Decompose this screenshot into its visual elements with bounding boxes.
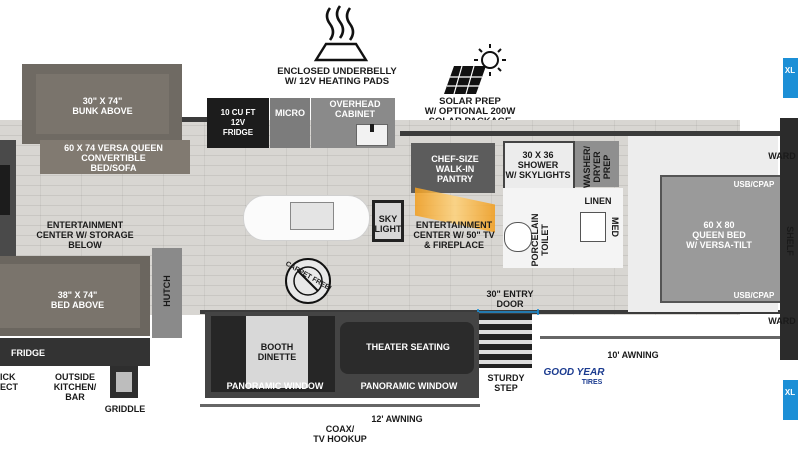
xl-bottom-label: XL	[784, 388, 796, 397]
island-sink	[290, 202, 334, 230]
front-wall-top	[400, 131, 785, 136]
shelf-label: SHELF	[785, 226, 795, 256]
versa-queen-label: 60 X 74 VERSA QUEEN CONVERTIBLE BED/SOFA	[64, 143, 163, 173]
xl-top-label: XL	[784, 66, 796, 75]
entertainment-center-label: ENTERTAINMENT CENTER W/ 50" TV & FIREPLA…	[413, 220, 495, 250]
front-cap	[780, 118, 798, 360]
tv-left	[0, 165, 10, 215]
pantry-label: CHEF-SIZE WALK-IN PANTRY	[431, 154, 479, 184]
usb-cpap-top: USB/CPAP	[733, 180, 775, 189]
awning-10-label: 10' AWNING	[607, 350, 659, 360]
wardrobe-top: WARD	[768, 151, 796, 161]
washer-dryer-label: WASHER/ DRYER PREP	[582, 146, 612, 189]
griddle-label: GRIDDLE	[104, 404, 146, 414]
outdoor-kitchen-base	[0, 338, 150, 366]
overhead-cabinet-label: OVERHEAD CABINET	[329, 99, 381, 119]
wardrobe-bottom: WARD	[768, 316, 796, 326]
skylight-label: SKY LIGHT	[374, 214, 402, 234]
awning-10-line	[540, 336, 780, 339]
pantry	[411, 143, 495, 193]
queen-bed-label: 60 X 80 QUEEN BED W/ VERSA-TILT	[686, 220, 752, 250]
faucet	[370, 124, 374, 132]
fridge-outdoor-label: FRIDGE	[10, 348, 45, 358]
sturdy-step-label: STURDY STEP	[487, 373, 525, 393]
micro-label: MICRO	[275, 108, 305, 118]
carpet-free-stamp	[285, 258, 331, 304]
entry-steps	[478, 314, 532, 368]
bunk-panel	[36, 74, 169, 134]
goodyear-logo: GOOD YEAR	[543, 367, 605, 378]
versa-queen-sofa	[40, 140, 190, 174]
outside-kitchen-label: OUTSIDE KITCHEN/ BAR	[53, 372, 97, 402]
skylight-inner	[375, 203, 401, 239]
bed-above-panel	[0, 264, 140, 328]
panoramic-window-1: PANORAMIC WINDOW	[226, 381, 324, 391]
dinette-table	[246, 316, 308, 388]
coax-label: COAX/ TV HOOKUP	[313, 424, 367, 444]
entry-door-label: 30" ENTRY DOOR	[486, 289, 534, 309]
toilet	[504, 222, 532, 252]
xl-tab-top	[783, 58, 798, 98]
med-label: MED	[610, 217, 620, 237]
heat-icon	[313, 5, 369, 62]
quick-connect-label: ICK ECT	[0, 372, 18, 392]
underbelly-callout: ENCLOSED UNDERBELLY W/ 12V HEATING PADS	[277, 66, 397, 87]
theater-seating	[340, 322, 474, 374]
awning-12-label: 12' AWNING	[371, 414, 423, 424]
theater-seating-label: THEATER SEATING	[366, 342, 450, 352]
xl-tab-bottom	[783, 380, 798, 420]
rear-wall-top	[180, 117, 220, 122]
bunk-above-label: 30" X 74" BUNK ABOVE	[72, 96, 133, 116]
goodyear-tires-label: TIRES	[581, 379, 603, 386]
washer-dryer	[575, 141, 619, 187]
usb-cpap-bottom: USB/CPAP	[733, 291, 775, 300]
queen-bed	[660, 175, 784, 303]
fridge-label: 10 CU FT 12V FRIDGE	[220, 108, 256, 137]
porcelain-toilet-label: PORCELAIN TOILET	[530, 213, 550, 267]
bed-above-label: 38" X 74" BED ABOVE	[50, 290, 105, 310]
entertainment-left-label: ENTERTAINMENT CENTER W/ STORAGE BELOW	[36, 220, 134, 250]
micro	[270, 98, 310, 148]
fridge	[207, 98, 269, 148]
linen-label: LINEN	[584, 196, 612, 206]
bath-sink	[580, 212, 606, 242]
solar-panel-icon	[444, 44, 506, 95]
booth-dinette-label: BOOTH DINETTE	[257, 342, 297, 362]
awning-12-line	[200, 404, 480, 407]
hutch	[152, 248, 182, 338]
shower-label: 30 X 36 SHOWER W/ SKYLIGHTS	[505, 150, 571, 180]
hutch-label: HUTCH	[162, 275, 172, 307]
griddle-top	[116, 372, 132, 392]
panoramic-window-2: PANORAMIC WINDOW	[360, 381, 458, 391]
